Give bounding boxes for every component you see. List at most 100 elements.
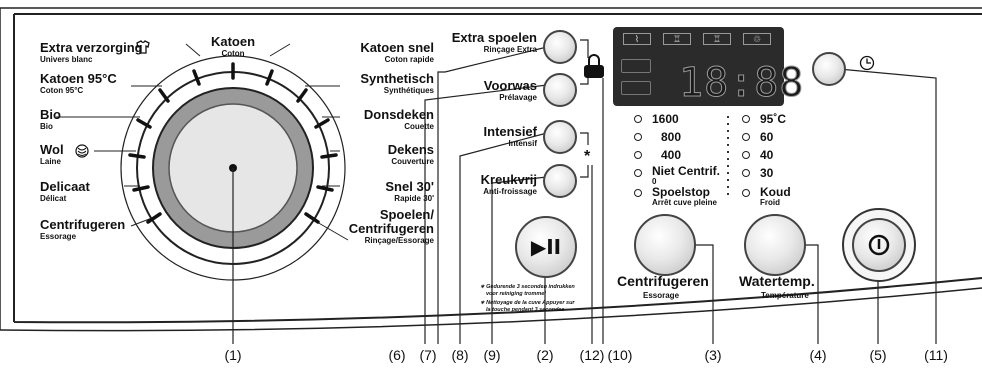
cotton-icon: ⌇	[623, 33, 651, 45]
option-sub: 0	[652, 177, 657, 186]
option-label-intensief: Intensief	[483, 124, 537, 139]
callout-5: (5)	[869, 347, 887, 363]
option-sub: Arrêt cuve pleine	[652, 198, 717, 207]
temp-option-koud: Koud	[760, 185, 791, 199]
asterisk-mark: *	[584, 148, 591, 165]
program-dekens[interactable]: Dekens	[387, 142, 434, 157]
dial-label-top: Katoen	[210, 34, 256, 49]
wool-icon: ♖	[703, 33, 731, 45]
program-donsdeken[interactable]: Donsdeken	[363, 107, 434, 122]
child-lock-icon	[584, 54, 604, 78]
spin-option-niet-centrif: Niet Centrif.	[652, 164, 721, 178]
extra-spoelen-button[interactable]	[543, 30, 577, 64]
callout-10: (10)	[607, 347, 633, 363]
program-snel-30[interactable]: Snel 30'	[385, 179, 434, 194]
callout-11: (11)	[924, 347, 948, 363]
temp-led	[742, 133, 750, 141]
program-wol[interactable]: Wol	[40, 142, 64, 157]
temp-option-95: 95˚C	[760, 112, 787, 126]
spin-led	[634, 115, 642, 123]
temp-option-60: 60	[760, 130, 774, 144]
shirt-icon	[136, 40, 150, 54]
play-pause-icon: ▶II	[530, 235, 562, 259]
synthetic-icon: ♖	[663, 33, 691, 45]
option-label-extra-spoelen: Extra spoelen	[451, 30, 537, 45]
lock-indicator-icon	[621, 59, 651, 73]
spin-button-label: Centrifugeren	[617, 273, 709, 289]
spin-led	[634, 169, 642, 177]
spin-option-spoelstop: Spoelstop	[652, 185, 711, 199]
dial-sub-top: Coton	[221, 49, 245, 58]
program-sub: Couette	[404, 122, 434, 131]
callout-2: (2)	[536, 347, 554, 363]
callout-6: (6)	[388, 347, 406, 363]
program-sub: Délicat	[40, 194, 67, 203]
wool-symbol-icon	[75, 144, 89, 158]
intensief-button[interactable]	[543, 120, 577, 154]
hand-wash-icon: ♲	[743, 33, 771, 45]
spin-button[interactable]	[634, 214, 696, 276]
time-display: 18:88	[678, 60, 805, 106]
water-temp-button-label: Watertemp.	[739, 273, 815, 289]
spin-option-400: 400	[661, 148, 682, 162]
temp-led	[742, 115, 750, 123]
program-katoen-95[interactable]: Katoen 95°C	[40, 71, 117, 86]
program-sub: Laine	[40, 157, 61, 166]
callout-7: (7)	[419, 347, 437, 363]
temp-led	[742, 169, 750, 177]
option-label-voorwas: Voorwas	[483, 78, 537, 93]
spin-led	[634, 151, 642, 159]
spin-led	[634, 189, 642, 197]
callout-12: (12)	[579, 347, 605, 363]
program-sub: Couverture	[391, 157, 434, 166]
callout-4: (4)	[809, 347, 827, 363]
callout-3: (3)	[704, 347, 722, 363]
program-spoelen[interactable]: Spoelen/	[379, 207, 434, 222]
option-sub: Prélavage	[499, 93, 537, 102]
spin-button-sub: Essorage	[643, 291, 680, 300]
temp-option-30: 30	[760, 166, 774, 180]
option-sub: Intensif	[508, 139, 537, 148]
callout-9: (9)	[483, 347, 501, 363]
program-bio[interactable]: Bio	[40, 107, 61, 122]
water-temp-button[interactable]	[744, 214, 806, 276]
power-icon	[868, 234, 890, 256]
option-sub: Froid	[760, 198, 780, 207]
program-synthetisch[interactable]: Synthetisch	[360, 71, 434, 86]
program-sub: Essorage	[40, 232, 77, 241]
note-line: ∗ Gedurende 3 seconden indrukken	[480, 284, 575, 290]
note-line: ∗ Nettoyage de la cuve Appuyer sur	[480, 300, 575, 306]
program-extra-verzorging[interactable]: Extra verzorging	[40, 40, 143, 55]
spin-option-800: 800	[661, 130, 682, 144]
pause-indicator-icon	[621, 81, 651, 95]
voorwas-button[interactable]	[543, 73, 577, 107]
power-button[interactable]	[852, 218, 906, 272]
program-centrifugeren[interactable]: Centrifugeren	[40, 217, 126, 232]
option-sub: Anti-froissage	[483, 187, 537, 196]
kreukvrij-button[interactable]	[543, 164, 577, 198]
program-sub: Bio	[40, 122, 53, 131]
start-pause-button[interactable]: ▶II	[515, 216, 577, 278]
water-temp-button-sub: Température	[761, 291, 809, 300]
program-sub: Synthétiques	[383, 86, 434, 95]
spin-option-1600: 1600	[652, 112, 679, 126]
program-spoelen-line2: Centrifugeren	[348, 221, 434, 236]
program-sub: Univers blanc	[40, 55, 93, 64]
note-line: voor reiniging trommel	[486, 291, 546, 297]
control-panel: Katoen Coton Extra verzorging Univers bl…	[0, 7, 982, 344]
program-sub: Rinçage/Essorage	[364, 236, 434, 245]
spin-led	[634, 133, 642, 141]
note-line: la touche pendant 3 secondes	[486, 307, 565, 313]
program-delicaat[interactable]: Delicaat	[40, 179, 90, 194]
temp-led	[742, 189, 750, 197]
timer-button[interactable]	[812, 52, 846, 86]
temp-option-40: 40	[760, 148, 774, 162]
program-sub: Coton rapide	[384, 55, 434, 64]
program-katoen-snel[interactable]: Katoen snel	[360, 40, 434, 55]
option-label-kreukvrij: Kreukvrij	[480, 172, 537, 187]
lcd-display: ⌇ ♖ ♖ ♲ 18:88	[613, 27, 804, 106]
callout-1: (1)	[224, 347, 242, 363]
clock-icon	[859, 55, 875, 71]
temp-led	[742, 151, 750, 159]
